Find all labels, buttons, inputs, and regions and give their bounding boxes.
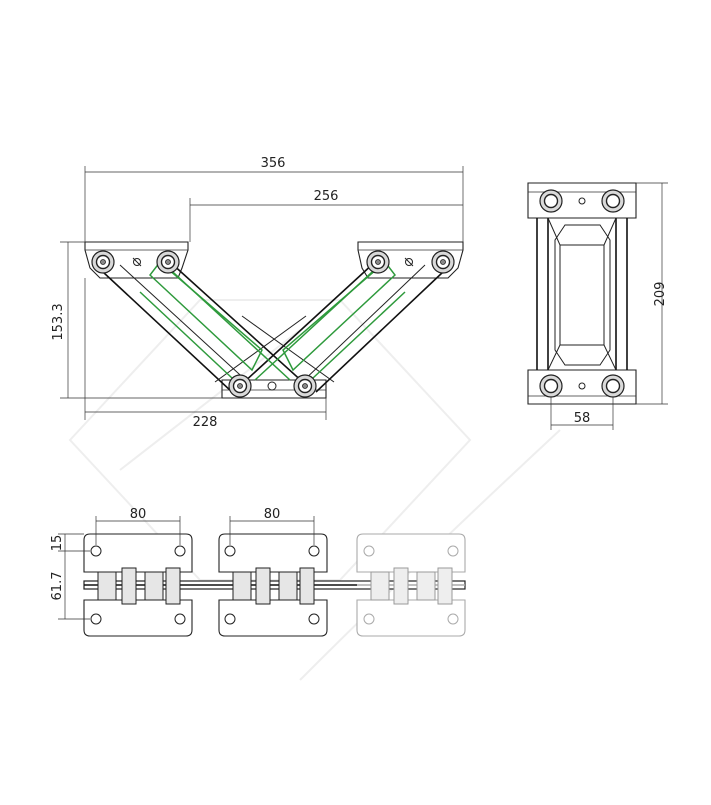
plan-plate-1-top bbox=[83, 533, 193, 573]
dim-plate-hole-span-2: 80 bbox=[264, 507, 281, 522]
hinge-knuckles bbox=[97, 567, 453, 605]
dim-plate-hole-span-1: 80 bbox=[130, 507, 147, 522]
dim-pivot-span: 256 bbox=[314, 189, 339, 204]
pivot-bolts bbox=[91, 250, 455, 398]
link-arms bbox=[102, 261, 444, 393]
plan-plate-3-bottom bbox=[356, 599, 466, 637]
plan-plate-2-bottom bbox=[218, 599, 328, 637]
front-dimensions bbox=[60, 166, 464, 420]
dim-side-height: 209 bbox=[653, 282, 668, 307]
plan-plate-3-top bbox=[356, 533, 466, 573]
dim-overall-width: 356 bbox=[261, 156, 286, 171]
dim-side-hole-span: 58 bbox=[574, 411, 591, 426]
dim-base-width: 228 bbox=[193, 415, 218, 430]
dim-plate-edge-offset: 15 bbox=[50, 535, 65, 552]
dim-plate-gap: 61.7 bbox=[50, 572, 65, 601]
plan-view bbox=[58, 516, 466, 637]
front-view: 356 256 153.3 228 bbox=[51, 156, 464, 430]
plan-plate-2-top bbox=[218, 533, 328, 573]
dim-height: 153.3 bbox=[51, 303, 66, 340]
side-view bbox=[527, 182, 668, 430]
plan-plate-1-bottom bbox=[83, 599, 193, 637]
